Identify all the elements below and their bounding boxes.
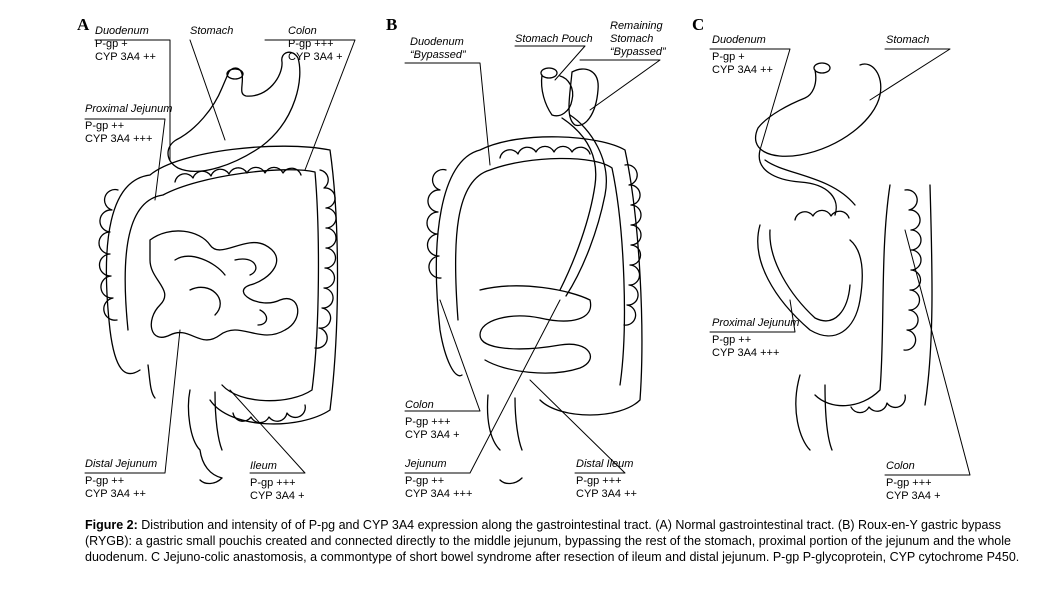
panel-a-drawing	[98, 51, 339, 485]
panel-b-small-intestine	[479, 285, 592, 374]
panel-a-proximal-jejunum-label: Proximal Jejunum P-gp ++ CYP 3A4 +++	[85, 103, 173, 145]
panel-c-duodenum-label: Duodenum P-gp + CYP 3A4 ++	[712, 34, 773, 76]
panel-c-letter: C	[692, 15, 705, 34]
panel-b-remaining-stomach-label: Remaining Stomach “Bypassed”	[610, 20, 666, 58]
panel-a-rectum	[187, 389, 223, 479]
panel-a-stomach-shape	[167, 51, 301, 172]
panel-a-letter: A	[77, 15, 90, 34]
panel-c-proximal-jejunum-label: Proximal Jejunum P-gp ++ CYP 3A4 +++	[712, 317, 800, 359]
panel-a-duodenum-label: Duodenum P-gp + CYP 3A4 ++	[95, 25, 156, 63]
panel-b-duodenum-label: Duodenum “Bypassed”	[410, 36, 466, 61]
panel-b-haustra	[426, 145, 642, 326]
panel-b-colon	[435, 136, 643, 416]
panel-c-stomach-label: Stomach	[886, 34, 930, 46]
panel-a-colon-label: Colon P-gp +++ CYP 3A4 +	[288, 25, 343, 63]
panel-b-drawing	[426, 67, 643, 485]
panel-c-stomach	[755, 63, 882, 157]
figure-label: Figure 2:	[85, 518, 138, 532]
panel-c-haustra	[794, 189, 922, 414]
panel-b-stomach-pouch-label: Stomach Pouch	[515, 33, 593, 45]
panel-a-ileum-label: Ileum P-gp +++ CYP 3A4 +	[250, 460, 305, 502]
panel-c-jejunum-loop	[757, 149, 863, 337]
panel-a-small-intestine	[149, 230, 299, 341]
panel-b-colon-label: Colon P-gp +++ CYP 3A4 +	[405, 399, 460, 441]
panel-a-haustra	[98, 166, 337, 424]
panel-c-colon-label: Colon P-gp +++ CYP 3A4 +	[886, 460, 941, 502]
panel-b-roux-limb	[559, 114, 607, 297]
panel-c-colon	[814, 184, 933, 407]
panel-b-distal-ileum-label: Distal Ileum P-gp +++ CYP 3A4 ++	[576, 458, 637, 500]
caption-text: Distribution and intensity of of P-pg an…	[85, 518, 1020, 564]
panel-b-letter: B	[386, 15, 398, 34]
gi-tract-illustration	[84, 39, 971, 485]
panel-c-drawing	[755, 62, 933, 451]
panel-b-jejunum-label: Jejunum P-gp ++ CYP 3A4 +++	[405, 458, 473, 500]
figure-caption: Figure 2: Distribution and intensity of …	[85, 517, 1030, 565]
panel-a-colon-shape	[105, 145, 339, 425]
panel-a-distal-jejunum-label: Distal Jejunum P-gp ++ CYP 3A4 ++	[85, 458, 158, 500]
panel-b-stomach-pouch	[540, 74, 574, 117]
panel-a-stomach-label: Stomach	[190, 25, 234, 37]
leader-lines	[84, 39, 971, 476]
panel-b-remaining-stomach	[568, 68, 599, 127]
